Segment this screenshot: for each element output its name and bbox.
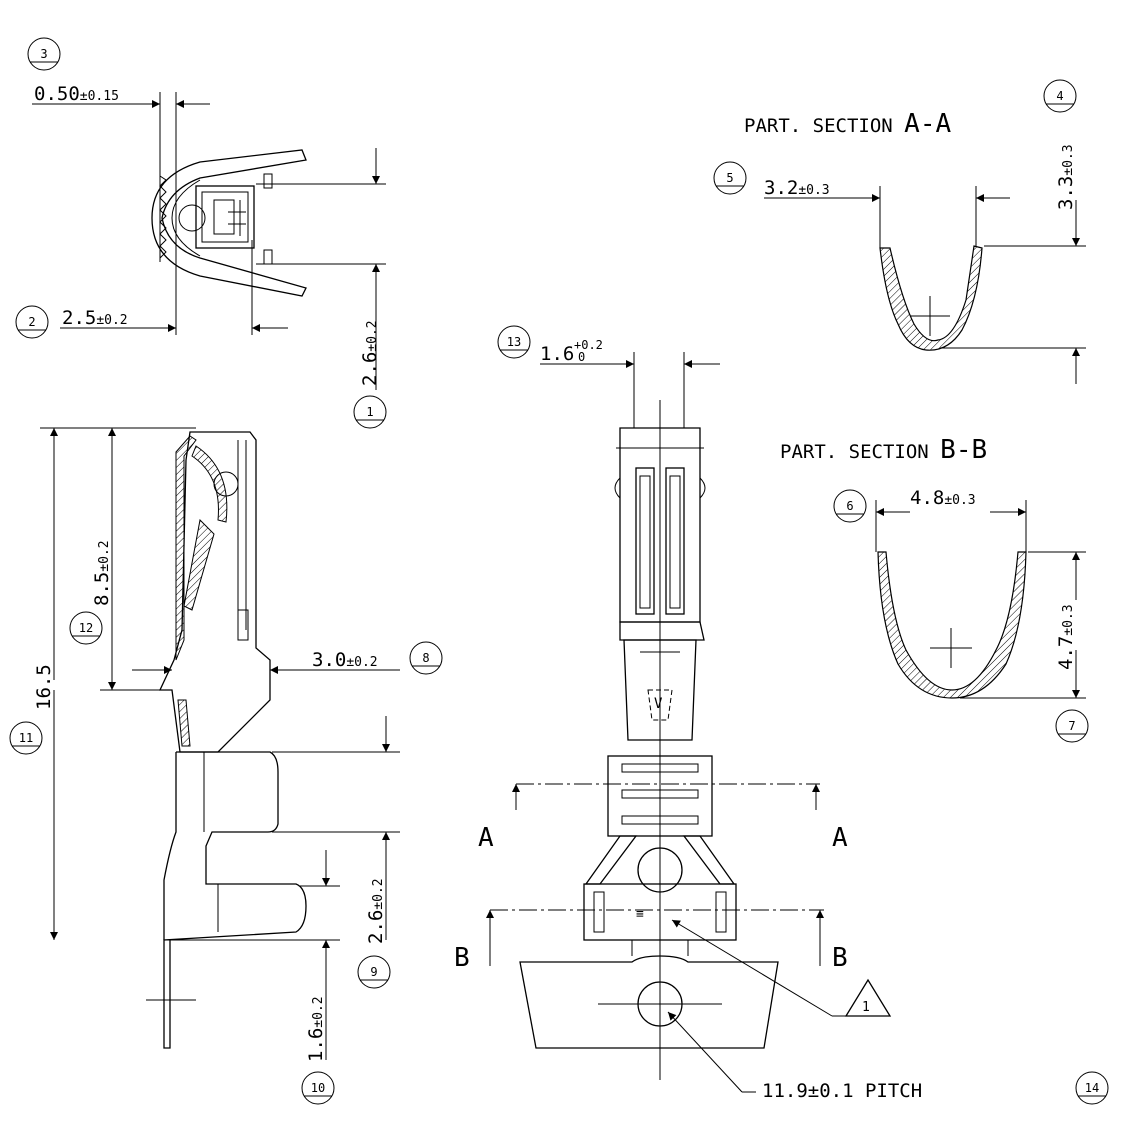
svg-text:11: 11 — [19, 731, 33, 745]
cut-letter-a-right: A — [832, 823, 848, 853]
svg-text:V: V — [654, 696, 663, 712]
bubble-7: 7 — [1055, 709, 1089, 743]
bubble-1: 1 — [353, 395, 387, 429]
side-view — [40, 427, 400, 1060]
section-b-b — [875, 500, 1086, 699]
svg-text:8: 8 — [422, 651, 429, 665]
dim-4-8: 4.8±0.3 — [910, 487, 976, 509]
dim-4-7: 4.7±0.3 — [1055, 604, 1077, 670]
front-view: V ≡ — [486, 352, 846, 1093]
bubble-4: 4 — [1043, 79, 1077, 113]
dim-16-5: 16.5 — [33, 664, 55, 710]
svg-text:4: 4 — [1056, 89, 1063, 103]
bubble-9: 9 — [357, 955, 391, 989]
dim-2-5: 2.5±0.2 — [62, 307, 128, 329]
svg-text:1: 1 — [366, 405, 373, 419]
dim-8-5: 8.5±0.2 — [91, 540, 113, 606]
dim-1-6-bottom: 1.6±0.2 — [305, 996, 327, 1062]
svg-text:9: 9 — [370, 965, 377, 979]
svg-text:1: 1 — [862, 1000, 870, 1015]
svg-text:6: 6 — [846, 499, 853, 513]
dim-1-6-top: 1.6 — [540, 343, 574, 365]
bubble-13: 13 — [497, 325, 531, 359]
cut-letter-a-left: A — [478, 823, 494, 853]
end-view — [32, 92, 386, 390]
dim-pitch: 11.9±0.1 PITCH — [762, 1080, 922, 1102]
bubble-8: 8 — [409, 641, 443, 675]
dim-2-6-bottom: 2.6±0.2 — [365, 878, 387, 944]
bubble-2: 2 — [15, 305, 49, 339]
section-b-b-title: PART. SECTION B-B — [780, 435, 987, 465]
section-a-a-title: PART. SECTION A-A — [744, 109, 951, 139]
note-triangle-icon: 1 — [844, 978, 892, 1017]
svg-text:12: 12 — [79, 621, 93, 635]
svg-text:7: 7 — [1068, 719, 1075, 733]
section-a-a — [764, 186, 1086, 384]
cut-letter-b-right: B — [832, 943, 848, 973]
svg-text:≡: ≡ — [636, 907, 644, 922]
dim-1-6-top-upper-tol: +0.2 — [574, 338, 603, 352]
svg-text:5: 5 — [726, 171, 733, 185]
svg-text:13: 13 — [507, 335, 521, 349]
dim-3-3: 3.3±0.3 — [1055, 144, 1077, 210]
bubble-10: 10 — [301, 1071, 335, 1105]
cut-letter-b-left: B — [454, 943, 470, 973]
dim-3-0: 3.0±0.2 — [312, 649, 378, 671]
bubble-3: 3 — [27, 37, 61, 71]
bubble-14: 14 — [1075, 1071, 1109, 1105]
svg-text:10: 10 — [311, 1081, 325, 1095]
svg-text:3: 3 — [40, 47, 47, 61]
bubble-5: 5 — [713, 161, 747, 195]
dim-3-2: 3.2±0.3 — [764, 177, 830, 199]
svg-text:14: 14 — [1085, 1081, 1099, 1095]
bubble-11: 11 — [9, 721, 43, 755]
dim-1-6-top-lower-tol: 0 — [578, 350, 585, 364]
dim-0-50: 0.50±0.15 — [34, 83, 119, 105]
dim-2-6-top: 2.6±0.2 — [359, 320, 381, 386]
bubble-6: 6 — [833, 489, 867, 523]
svg-text:2: 2 — [28, 315, 35, 329]
bubble-12: 12 — [69, 611, 103, 645]
